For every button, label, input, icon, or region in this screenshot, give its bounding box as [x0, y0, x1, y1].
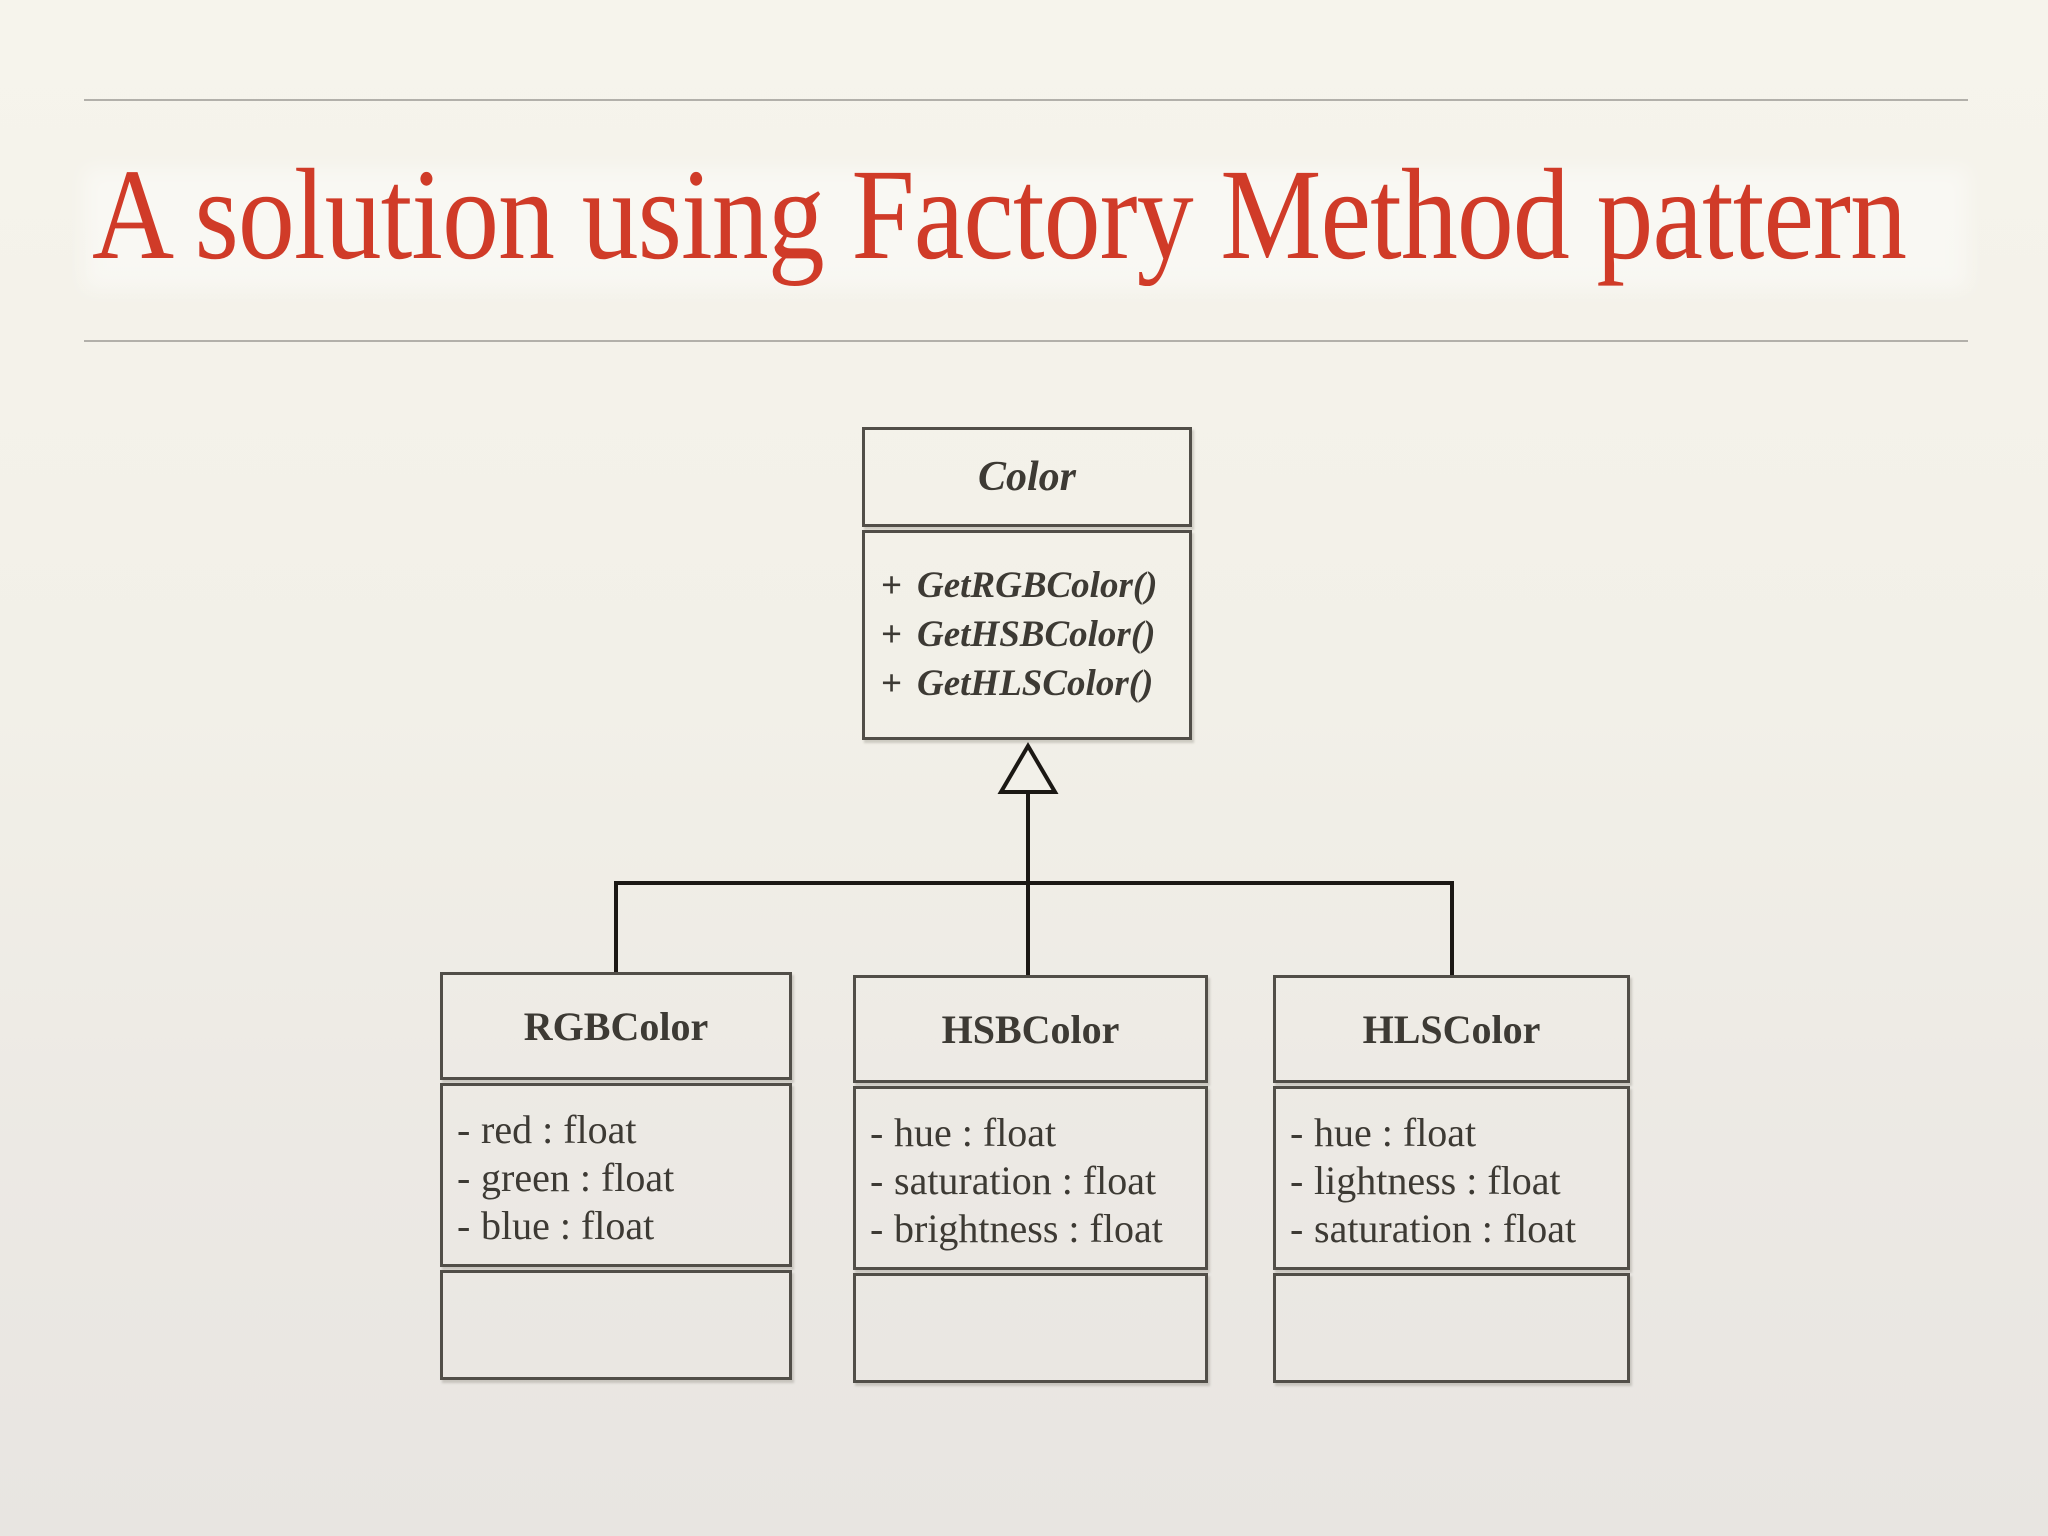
attribute-text: brightness : float [894, 1206, 1163, 1251]
attribute-text: saturation : float [894, 1158, 1157, 1203]
visibility-marker: - [870, 1158, 884, 1203]
attribute-row: - green : float [457, 1154, 789, 1202]
class-box-rgbcolor: RGBColor - red : float - green : float -… [440, 972, 792, 1380]
inheritance-arrow-icon [997, 742, 1059, 794]
method-signature: GetHSBColor() [917, 614, 1156, 655]
page-title: A solution using Factory Method pattern [92, 150, 1907, 280]
attribute-row: - blue : float [457, 1202, 789, 1250]
visibility-marker: + [881, 614, 903, 655]
attribute-row: - red : float [457, 1106, 789, 1154]
attribute-text: green : float [481, 1155, 675, 1200]
class-hlscolor-empty-methods [1273, 1273, 1630, 1383]
class-hlscolor-attributes: - hue : float - lightness : float - satu… [1273, 1086, 1630, 1270]
class-color-methods: + GetRGBColor() + GetHSBColor() + GetHLS… [862, 530, 1192, 740]
attribute-row: - hue : float [1290, 1109, 1627, 1157]
class-hlscolor-header: HLSColor [1273, 975, 1630, 1083]
class-rgbcolor-header: RGBColor [440, 972, 792, 1080]
attribute-row: - lightness : float [1290, 1157, 1627, 1205]
method-row: + GetRGBColor() [881, 561, 1189, 610]
attribute-text: blue : float [481, 1203, 655, 1248]
attribute-text: lightness : float [1314, 1158, 1561, 1203]
class-box-hsbcolor: HSBColor - hue : float - saturation : fl… [853, 975, 1208, 1383]
method-row: + GetHSBColor() [881, 610, 1189, 659]
visibility-marker: - [870, 1206, 884, 1251]
class-box-hlscolor: HLSColor - hue : float - lightness : flo… [1273, 975, 1630, 1383]
class-rgbcolor-empty-methods [440, 1270, 792, 1380]
class-rgbcolor-name: RGBColor [523, 1003, 709, 1049]
method-signature: GetHLSColor() [917, 663, 1154, 704]
class-color-name: Color [977, 454, 1077, 500]
attribute-text: saturation : float [1314, 1206, 1577, 1251]
visibility-marker: - [870, 1110, 884, 1155]
attribute-row: - saturation : float [1290, 1205, 1627, 1253]
attribute-row: - saturation : float [870, 1157, 1205, 1205]
visibility-marker: - [1290, 1206, 1304, 1251]
class-box-color: Color + GetRGBColor() + GetHSBColor() + … [862, 427, 1192, 740]
title-highlight-band [84, 168, 1968, 290]
class-hsbcolor-attributes: - hue : float - saturation : float - bri… [853, 1086, 1208, 1270]
attribute-text: hue : float [894, 1110, 1057, 1155]
visibility-marker: - [457, 1155, 471, 1200]
method-row: + GetHLSColor() [881, 659, 1189, 708]
attribute-row: - hue : float [870, 1109, 1205, 1157]
attribute-text: red : float [481, 1107, 637, 1152]
visibility-marker: - [457, 1203, 471, 1248]
class-hsbcolor-empty-methods [853, 1273, 1208, 1383]
page-title-text: A solution using Factory Method pattern [92, 143, 1907, 287]
class-hlscolor-name: HLSColor [1362, 1006, 1541, 1052]
visibility-marker: - [457, 1107, 471, 1152]
visibility-marker: - [1290, 1158, 1304, 1203]
attribute-text: hue : float [1314, 1110, 1477, 1155]
visibility-marker: + [881, 565, 903, 606]
class-hsbcolor-name: HSBColor [941, 1006, 1120, 1052]
visibility-marker: - [1290, 1110, 1304, 1155]
attribute-row: - brightness : float [870, 1205, 1205, 1253]
class-hsbcolor-header: HSBColor [853, 975, 1208, 1083]
divider-top [84, 99, 1968, 101]
method-signature: GetRGBColor() [917, 565, 1158, 606]
class-color-header: Color [862, 427, 1192, 527]
class-rgbcolor-attributes: - red : float - green : float - blue : f… [440, 1083, 792, 1267]
divider-bottom [84, 340, 1968, 342]
visibility-marker: + [881, 663, 903, 704]
